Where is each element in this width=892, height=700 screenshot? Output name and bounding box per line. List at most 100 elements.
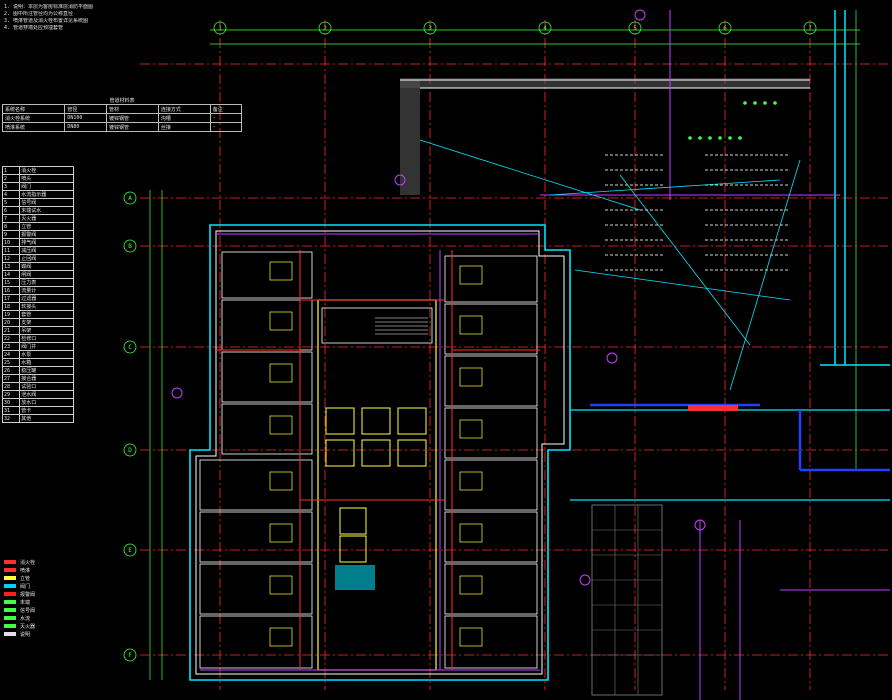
equipment-table-cell: 18 [1,302,21,311]
pipe-table-cell: 丝接 [157,122,211,132]
pipe-table-cell: - [209,113,243,123]
equipment-table-cell: 喷头 [19,174,74,183]
axis-label-left-c: C [128,344,132,351]
legend-label: 报警阀 [20,591,36,598]
legend-label: 立管 [20,575,31,582]
equipment-table-cell: 流量计 [19,286,74,295]
pipe-material-table: 管道材料表 系统名称 管径 管材 连接方式 备注 消火栓系统 DN100 镀锌钢… [1,96,243,132]
axis-label-top-6: 6 [723,25,727,32]
equipment-table-cell: 水流指示器 [19,190,74,199]
legend-symbol-icon [4,632,16,636]
sprinkler-heads [688,101,777,140]
axis-label-left-a: A [128,195,132,202]
equipment-table-cell: 止回阀 [19,254,74,263]
legend-item: 阀门 [4,582,64,590]
equipment-table-cell: 其他 [19,414,74,423]
equipment-table-cell: 立管 [19,222,74,231]
axis-label-left-d: D [128,447,132,454]
legend-label: 水流 [20,615,31,622]
axis-label-top-7: 7 [808,25,812,32]
equipment-table-cell: 信号阀 [19,198,74,207]
equipment-table-cell: 13 [1,262,21,271]
equipment-table-cell: 消火栓 [19,166,74,175]
note-line-4: 4. 管道穿墙处应预埋套管 [4,25,64,31]
equipment-table-cell: 灭火器 [19,214,74,223]
equipment-table-cell: 24 [1,350,21,359]
equipment-table-cell: 7 [1,214,21,223]
equipment-table-cell: 4 [1,190,21,199]
equipment-table-cell: 压力表 [19,278,74,287]
pipe-table-cell: DN100 [64,113,107,123]
legend-symbol-icon [4,616,16,620]
sprinkler-pipes [215,250,540,670]
legend-item: 喷淋 [4,566,64,574]
pipe-table-cell: 沟槽 [157,113,211,123]
equipment-table-cell: 阀门 [19,182,74,191]
table-row: 消火栓系统 DN100 镀锌钢管 沟槽 - [1,113,243,123]
equipment-table-cell: 32 [1,414,21,423]
axis-label-left-f: F [128,652,132,659]
equipment-table-cell: 31 [1,406,21,415]
riser-markers [171,9,706,586]
equipment-table-cell: 吊架 [19,326,74,335]
axis-label-left-b: B [128,243,132,250]
axis-label-top-1: 1 [218,25,222,32]
legend-symbol-icon [4,600,16,604]
pipe-table-header-cell: 备注 [209,104,243,114]
equipment-table-cell: 蝶阀 [19,262,74,271]
pipe-table-caption: 管道材料表 [109,97,135,104]
equipment-table-cell: 2 [1,174,21,183]
equipment-table-cell: 29 [1,390,21,399]
axis-grid [140,20,890,690]
magenta-pipes [200,233,540,671]
legend-label: 阀门 [20,583,31,590]
legend-label: 灭火器 [20,623,36,630]
pipe-table-cell: 镀锌钢管 [105,122,159,132]
pipe-table-header-cell: 管材 [105,104,159,114]
equipment-table-cell: 放水口 [19,398,74,407]
pipe-table-header-cell: 连接方式 [157,104,211,114]
equipment-table-cell: 12 [1,254,21,263]
elevator-group-upper [325,407,427,467]
equipment-table-cell: 泄水阀 [19,390,74,399]
legend-item: 立管 [4,574,64,582]
symbol-legend: 消火栓喷淋立管阀门报警阀末端信号阀水流灭火器说明 [4,558,64,638]
equipment-table-cell: 17 [1,294,21,303]
stair-hatch [375,317,428,335]
elevator-group-lower [339,507,367,563]
pipe-table-cell: - [209,122,243,132]
note-line-3: 3. 喷淋管道及消火栓布置详见系统图 [4,18,89,24]
legend-symbol-icon [4,576,16,580]
equipment-table-cell: 19 [1,310,21,319]
equipment-table-cell: 排气阀 [19,238,74,247]
equipment-table-cell: 报警阀 [19,230,74,239]
equipment-table-cell: 23 [1,342,21,351]
equipment-table-cell: 22 [1,334,21,343]
tower-floor-plan [189,224,571,681]
note-line-2: 2. 图中所注管径均为公称直径 [4,11,74,17]
legend-symbol-icon [4,568,16,572]
legend-symbol-icon [4,592,16,596]
axis-bubbles-left [123,191,137,662]
equipment-table-cell: 检修口 [19,334,74,343]
legend-item: 末端 [4,598,64,606]
equipment-table-cell: 28 [1,382,21,391]
